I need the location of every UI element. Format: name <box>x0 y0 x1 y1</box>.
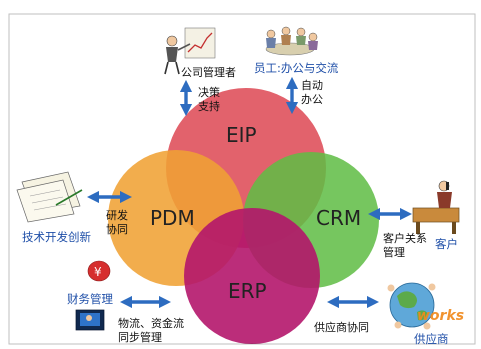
documents-icon <box>16 171 83 223</box>
crm-mgmt-line1: 客户关系 <box>383 231 427 245</box>
customer-label: 客户 <box>435 237 458 251</box>
crm-label: CRM <box>316 206 361 230</box>
management-label: 公司管理者 <box>181 65 236 79</box>
rnd-collab-line2: 协同 <box>106 222 128 236</box>
system-circles <box>108 88 379 344</box>
crm-mgmt-line2: 管理 <box>383 245 405 259</box>
customer-phone-icon <box>412 180 460 234</box>
rnd-collab-line1: 研发 <box>106 208 128 222</box>
staff-meeting-icon <box>265 26 318 56</box>
tech-innovation-label: 技术开发创新 <box>22 230 91 244</box>
svg-text:¥: ¥ <box>94 265 102 279</box>
management-figure-icon <box>164 27 216 75</box>
supplier-label: 供应商 <box>414 332 449 346</box>
staff-label: 员工:办公与交流 <box>254 61 339 75</box>
erp-circle <box>184 208 320 344</box>
supply-collab-label: 供应商协同 <box>314 320 369 334</box>
eip-label: EIP <box>226 123 257 147</box>
auto-office-line2: 办公 <box>301 93 323 106</box>
logistics-line1: 物流、资金流 <box>118 316 184 330</box>
logistics-line2: 同步管理 <box>118 330 162 344</box>
erp-label: ERP <box>228 279 267 303</box>
auto-office-line1: 自动 <box>301 79 323 92</box>
globe-people-icon <box>387 282 436 330</box>
works-watermark: works <box>417 308 464 324</box>
finance-yen-icon: ¥ <box>87 260 111 282</box>
decision-support-line1: 决策 <box>198 85 220 99</box>
computer-worker-icon <box>75 309 105 331</box>
decision-support-line2: 支持 <box>198 99 220 113</box>
pdm-label: PDM <box>150 206 195 230</box>
finance-label: 财务管理 <box>67 292 113 306</box>
